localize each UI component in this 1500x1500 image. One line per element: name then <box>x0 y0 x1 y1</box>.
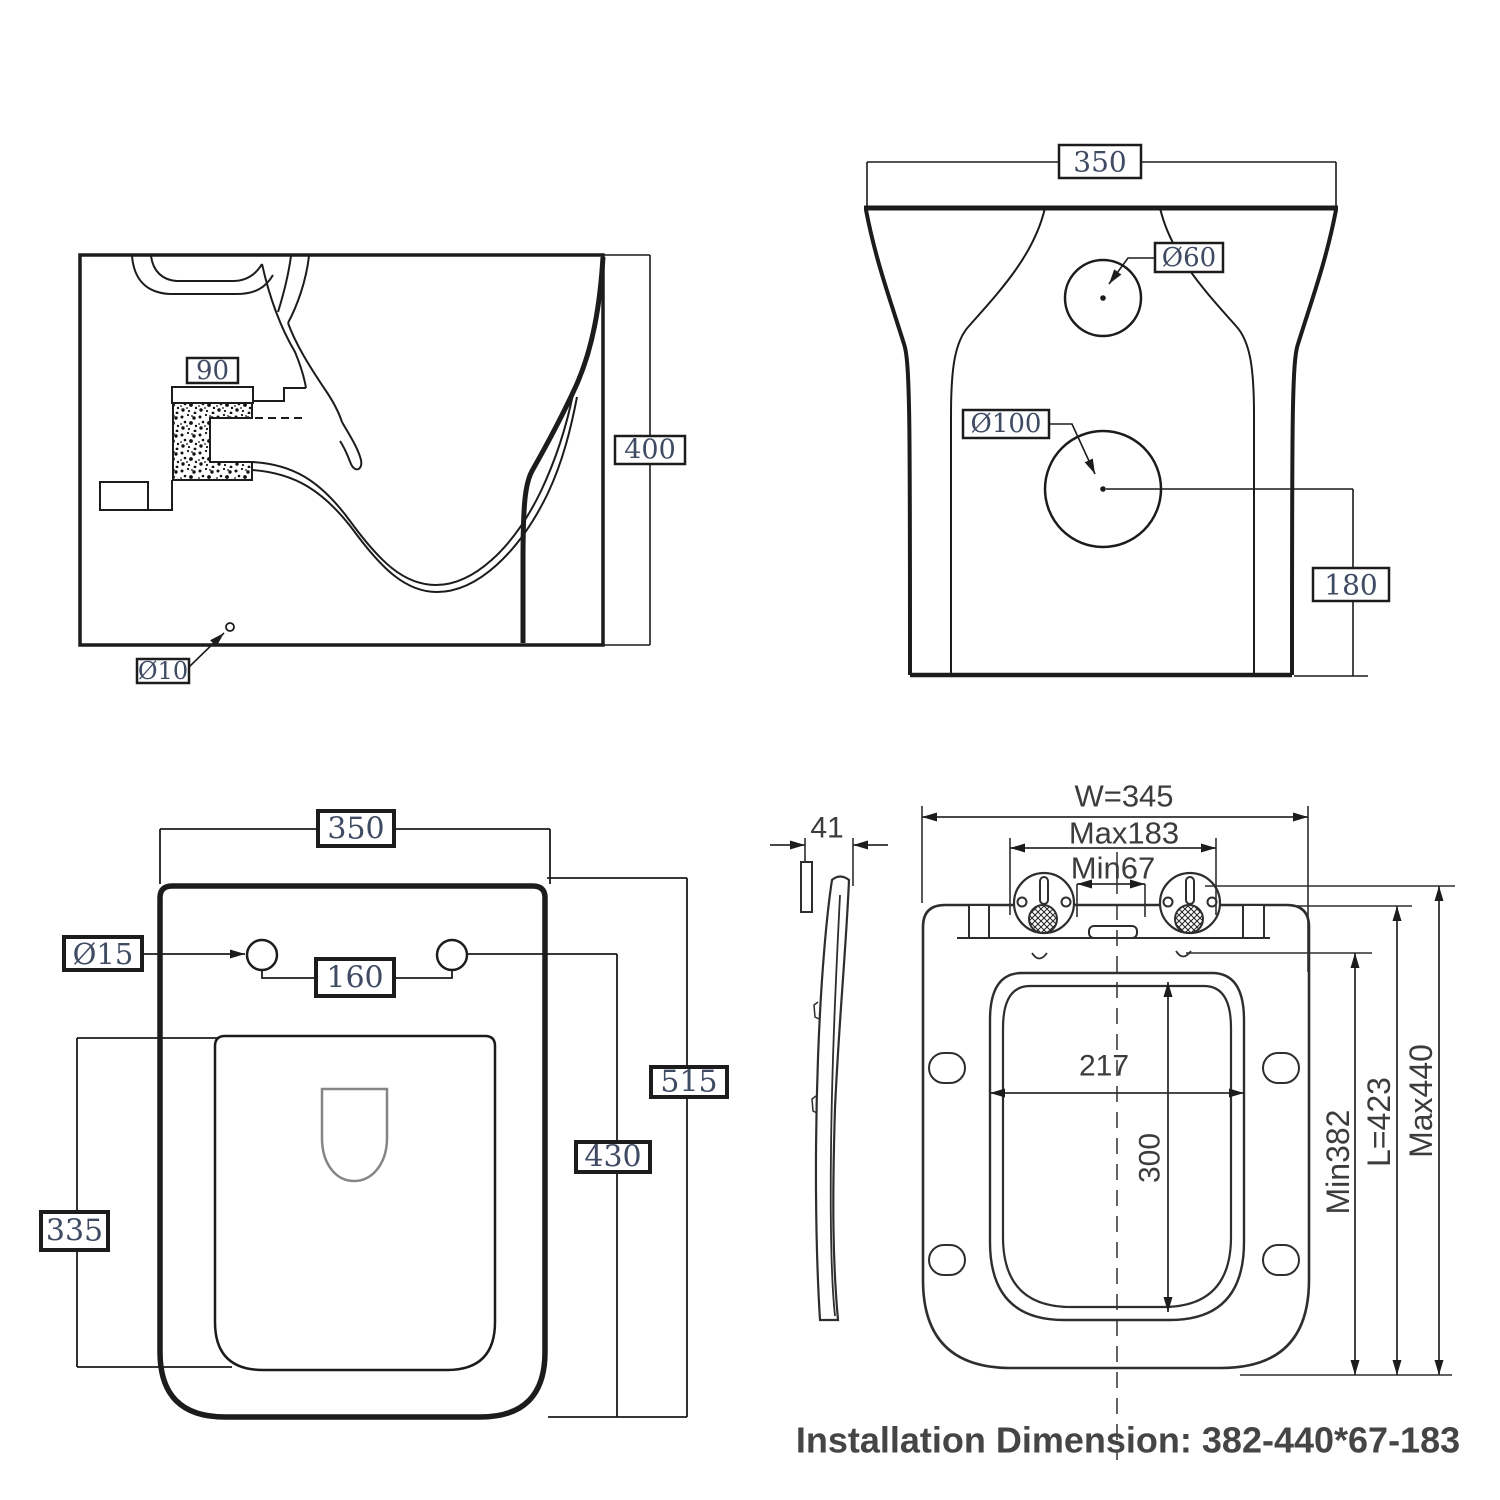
side-outline <box>78 253 605 647</box>
dim-400-label: 400 <box>624 435 676 466</box>
top-view: 350 Ø15 160 335 430 515 <box>39 809 729 1420</box>
dim-300-label: 300 <box>1134 1133 1167 1183</box>
sump-outline <box>320 1087 389 1183</box>
dim-w345-label: W=345 <box>1074 779 1173 814</box>
seat-side-profile: 41 <box>770 812 888 1322</box>
dim-min67-label: Min67 <box>1071 851 1155 886</box>
hinge-post-right <box>1242 904 1265 939</box>
dim-217-label: 217 <box>1079 1050 1129 1083</box>
hinge-plate <box>800 861 813 913</box>
seat-opening-inner <box>1001 984 1233 1309</box>
dim-d10-label: Ø10 <box>138 657 188 685</box>
dim-350-back-box <box>1057 143 1143 180</box>
dim-90-box <box>185 356 240 385</box>
dim-160-label: 160 <box>326 961 383 996</box>
bumper-slot <box>1262 1052 1300 1084</box>
bowl-rim-outline <box>213 1034 497 1372</box>
dim-d100-label: Ø100 <box>971 409 1042 439</box>
inlet-hole <box>1063 258 1143 338</box>
pan-outline <box>157 883 548 1420</box>
front-profile-curve <box>520 256 606 643</box>
back-view: 350 Ø60 Ø100 180 <box>864 143 1391 678</box>
seat-view: 41 <box>770 779 1460 1461</box>
dim-180-label: 180 <box>1324 569 1377 602</box>
bumper-slot <box>928 1244 966 1276</box>
dim-d100-box <box>961 408 1051 440</box>
fixing-lug <box>99 481 149 511</box>
dim-d15-box <box>62 935 144 972</box>
fixing-hole-left <box>245 938 279 972</box>
dim-515-box <box>649 1065 729 1099</box>
seat-outline <box>921 903 1311 1370</box>
dim-350-top-box <box>316 809 396 848</box>
dim-430-label: 430 <box>584 1140 641 1175</box>
seat-opening-outer <box>988 971 1246 1322</box>
dim-335-box <box>39 1210 110 1252</box>
dim-90-label: 90 <box>196 356 229 386</box>
dim-max440-label: Max440 <box>1403 1044 1439 1158</box>
hinge-left <box>1012 871 1076 935</box>
dim-d10-box <box>135 657 191 685</box>
dim-350-back-label: 350 <box>1073 146 1126 179</box>
bumper-slot <box>1262 1244 1300 1276</box>
dim-41-label: 41 <box>810 812 843 845</box>
dim-d60-label: Ø60 <box>1162 243 1216 273</box>
outlet-collar <box>171 386 254 404</box>
outlet-seal-hatch <box>172 402 253 481</box>
hinge-right <box>1158 871 1222 935</box>
dim-180-box <box>1311 566 1391 603</box>
hinge-post-left <box>968 904 990 939</box>
dim-d15-label: Ø15 <box>73 937 134 971</box>
dim-515-label: 515 <box>660 1065 717 1100</box>
dim-min382-label: Min382 <box>1320 1110 1356 1215</box>
drain-hole <box>225 622 235 632</box>
hinge-bolt-right <box>1174 904 1204 934</box>
dim-max183-label: Max183 <box>1069 816 1179 851</box>
dim-l423-label: L=423 <box>1361 1077 1397 1167</box>
dim-d60-box <box>1153 241 1225 274</box>
dim-400-box <box>613 434 687 466</box>
installation-note: Installation Dimension: 382-440*67-183 <box>796 1420 1460 1461</box>
bumper-slot <box>928 1052 966 1084</box>
center-tab <box>1088 925 1138 939</box>
fixing-hole-right <box>435 938 469 972</box>
hinge-bolt-left <box>1028 904 1058 934</box>
dim-430-box <box>574 1140 652 1174</box>
dim-335-label: 335 <box>46 1214 103 1249</box>
side-section-view: 90 400 Ø10 <box>78 253 687 685</box>
dim-160-box <box>314 957 396 998</box>
dim-350-top-label: 350 <box>327 812 384 847</box>
trapway-hook <box>339 421 363 471</box>
